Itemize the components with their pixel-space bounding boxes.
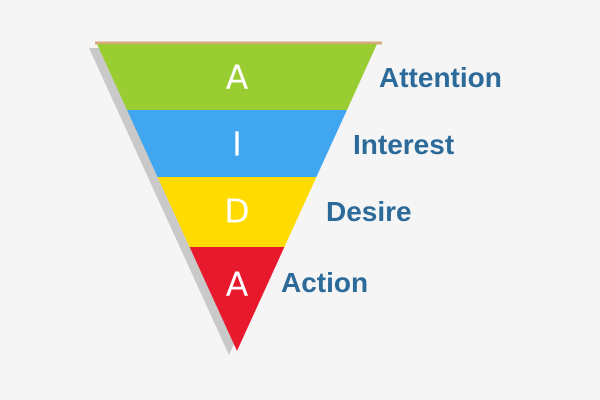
funnel-top-edge-line bbox=[95, 41, 382, 45]
funnel-segment-action bbox=[189, 247, 285, 351]
funnel-segment-interest bbox=[127, 110, 347, 177]
funnel-segment-desire bbox=[157, 177, 317, 247]
funnel-segment-attention bbox=[97, 44, 377, 110]
